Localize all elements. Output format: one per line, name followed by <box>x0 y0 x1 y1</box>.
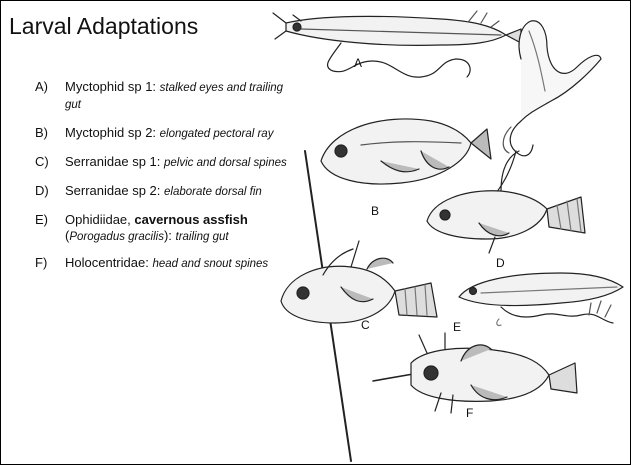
figure-label-e: E <box>453 320 461 334</box>
figure-label-c: C <box>361 318 370 332</box>
figure-label-a: A <box>354 56 362 70</box>
figure-label-d: D <box>496 256 505 270</box>
larva-a-drawing <box>273 11 521 77</box>
larva-e-drawing <box>459 273 623 326</box>
figure-label-f: F <box>466 406 473 420</box>
figure-label-b: B <box>371 204 379 218</box>
larva-b-drawing <box>321 21 601 201</box>
larva-c-drawing <box>281 151 437 461</box>
larva-f-drawing <box>373 333 577 413</box>
